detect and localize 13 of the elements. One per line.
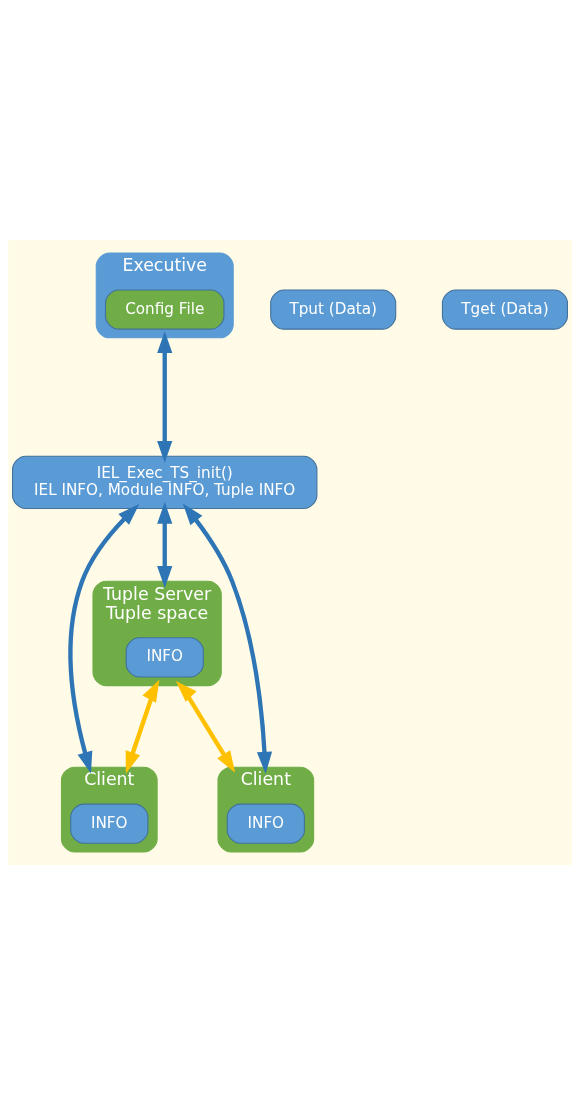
- arrow: [175, 680, 236, 773]
- node-box: INFO: [70, 803, 149, 844]
- arrow: [157, 502, 173, 588]
- arrow: [157, 331, 173, 463]
- node-box: Tget (Data): [441, 289, 568, 330]
- node-box: Config File: [104, 289, 225, 330]
- arrow: [125, 679, 160, 774]
- node-box: IEL_Exec_TS_init() IEL INFO, Module INFO, Tuple INFO: [12, 455, 318, 510]
- node-box: Tput (Data): [270, 289, 397, 330]
- arrow: [68, 504, 140, 774]
- node-box: INFO: [226, 803, 305, 844]
- arrow: [182, 503, 273, 774]
- node-box: INFO: [125, 637, 204, 678]
